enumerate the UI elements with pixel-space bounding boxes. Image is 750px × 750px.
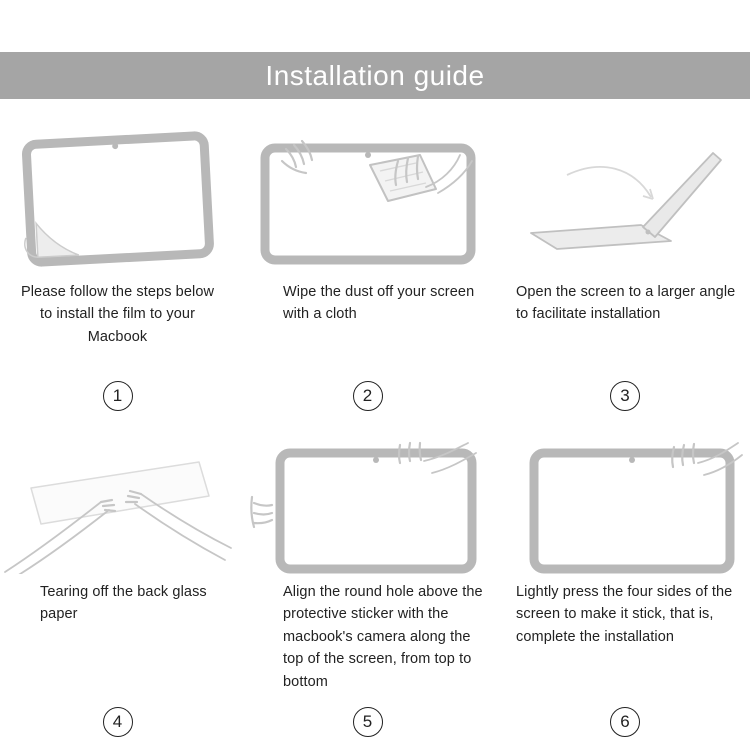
step-number-badge: 1 — [102, 381, 133, 411]
step-3: Open the screen to a larger angle to fac… — [500, 125, 750, 417]
step-caption: Please follow the steps below to install… — [20, 284, 215, 345]
tear-backing-illustration — [0, 443, 235, 575]
steps-grid: Please follow the steps below to install… — [0, 99, 750, 743]
step-number-badge: 3 — [610, 381, 640, 411]
step-number: 5 — [235, 707, 500, 743]
step-caption: Align the round hole above the protectiv… — [283, 584, 483, 690]
step-number: 3 — [500, 381, 750, 417]
step-1: Please follow the steps below to install… — [0, 125, 235, 417]
step-caption: Tearing off the back glass paper — [40, 584, 207, 623]
step-number-badge: 4 — [102, 707, 133, 737]
step-number: 6 — [500, 707, 750, 743]
step-6: Lightly press the four sides of the scre… — [500, 442, 750, 743]
press-edges-illustration — [500, 442, 750, 575]
open-laptop-illustration — [500, 125, 750, 275]
step-number: 2 — [235, 381, 500, 417]
peel-film-illustration — [0, 125, 235, 275]
step-2: Wipe the dust off your screen with a clo… — [235, 125, 500, 417]
step-caption: Lightly press the four sides of the scre… — [516, 584, 733, 645]
step-4: Tearing off the back glass paper 4 — [0, 443, 235, 743]
step-caption: Wipe the dust off your screen with a clo… — [283, 284, 475, 323]
step-number-badge: 6 — [610, 707, 640, 737]
header-banner: Installation guide — [0, 52, 750, 99]
step-number: 1 — [0, 381, 235, 417]
page-title: Installation guide — [265, 59, 485, 91]
step-caption: Open the screen to a larger angle to fac… — [516, 284, 736, 323]
step-number: 4 — [0, 707, 235, 743]
step-5: Align the round hole above the protectiv… — [235, 441, 500, 743]
step-number-badge: 5 — [352, 707, 383, 737]
step-number-badge: 2 — [352, 381, 383, 411]
wipe-screen-illustration — [235, 125, 500, 275]
align-film-illustration — [235, 441, 500, 575]
